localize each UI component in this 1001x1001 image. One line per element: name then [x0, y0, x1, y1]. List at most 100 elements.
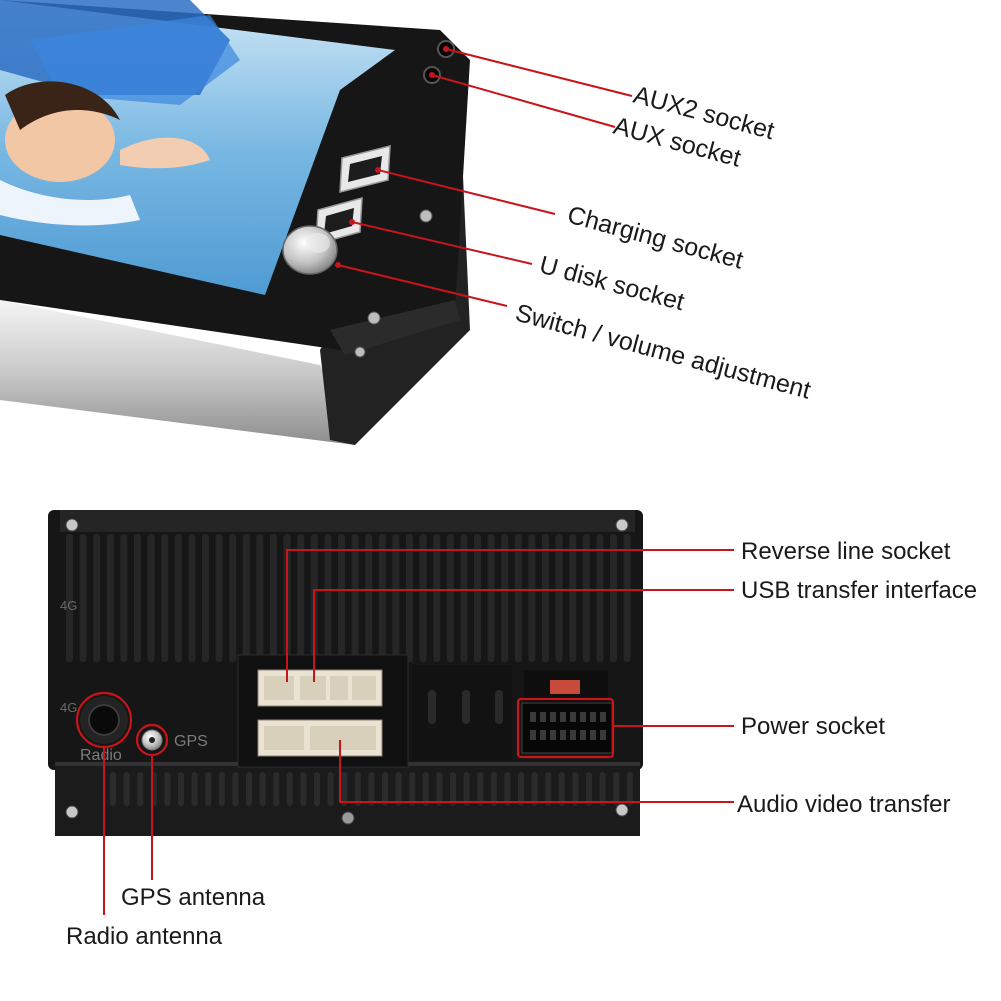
side-chassis — [0, 300, 355, 445]
vent-slot — [409, 772, 416, 806]
screw-icon — [341, 811, 355, 825]
vent-slot — [327, 772, 334, 806]
gps-jack — [141, 729, 163, 751]
fin — [106, 534, 114, 662]
radio-jack — [80, 696, 128, 744]
fin — [514, 534, 522, 662]
bezel-inner-edge — [330, 300, 460, 355]
fin — [542, 534, 549, 662]
vent-slot — [300, 772, 307, 806]
vent-slot — [178, 772, 184, 806]
vent-slot — [354, 772, 361, 806]
fin — [270, 534, 277, 662]
vent-slot — [504, 772, 511, 806]
fin — [351, 534, 359, 662]
vent-slot — [368, 772, 375, 806]
vent-slot — [395, 772, 402, 806]
fin — [365, 534, 373, 662]
fin — [406, 534, 413, 662]
screen-photo — [0, 0, 240, 226]
vent-slot — [286, 772, 293, 806]
fin — [79, 534, 87, 662]
vent-slot — [599, 772, 606, 806]
vent-slot — [314, 772, 320, 806]
fin — [120, 534, 128, 662]
vent-slot — [477, 772, 484, 806]
power-pin — [560, 730, 566, 740]
label-gps-antenna: GPS antenna — [121, 884, 266, 911]
power-pin — [580, 712, 586, 722]
power-pin — [570, 730, 576, 740]
vent-slot — [110, 772, 116, 806]
vent-slot — [572, 772, 579, 806]
vent-slot — [246, 772, 252, 806]
vent-slot — [436, 772, 443, 806]
power-socket-highlight — [516, 697, 615, 759]
fin — [596, 534, 604, 662]
power-pin — [550, 730, 556, 740]
label-reverse-line-socket: Reverse line socket — [741, 538, 951, 565]
fin — [610, 534, 617, 662]
fin — [147, 534, 155, 662]
vent-slot — [137, 772, 144, 806]
power-pin — [530, 712, 536, 722]
reverse-line-connector — [257, 669, 383, 707]
power-pin — [530, 730, 536, 740]
vent-slot — [259, 772, 266, 806]
vent-slot — [205, 772, 212, 806]
heat-sink-fins — [66, 534, 631, 662]
power-pin — [600, 730, 606, 740]
label-audio-video-transfer: Audio video transfer — [737, 791, 950, 818]
av-transfer-connector — [257, 719, 383, 757]
fin — [297, 534, 305, 662]
label-usb-transfer-interface: USB transfer interface — [741, 577, 977, 604]
fin — [392, 534, 400, 662]
vent-slot — [518, 772, 524, 806]
screw-icon — [65, 805, 79, 819]
vent-slot — [191, 772, 198, 806]
power-pin — [590, 712, 596, 722]
vent-slot — [382, 772, 388, 806]
front-panel — [0, 0, 470, 445]
vent-slot — [613, 772, 620, 806]
fin — [174, 534, 182, 662]
rear-panel: Radio GPS 4G 4G — [48, 510, 643, 836]
power-socket — [521, 670, 613, 754]
label-radio-antenna: Radio antenna — [66, 923, 223, 950]
fin — [215, 534, 223, 662]
fin — [433, 534, 441, 662]
label-power-socket: Power socket — [741, 713, 885, 740]
vent-slot — [558, 772, 565, 806]
screw-icon — [615, 518, 629, 532]
front-callout-lines — [335, 46, 633, 307]
screw-icon — [419, 209, 433, 223]
fin — [324, 534, 332, 662]
screw-icon — [615, 803, 629, 817]
silkscreen-radio: Radio — [80, 747, 122, 764]
vent-slot — [450, 772, 456, 806]
vent-slot — [463, 772, 470, 806]
fin — [242, 534, 250, 662]
power-pin — [600, 712, 606, 722]
fin — [582, 534, 590, 662]
vent-slot — [341, 772, 348, 806]
screw-icon — [354, 346, 366, 358]
rear-callout-labels: Reverse line socket USB transfer interfa… — [66, 538, 977, 950]
vent-slot — [164, 772, 171, 806]
fin — [446, 534, 454, 662]
fin — [378, 534, 386, 662]
vent-slot — [586, 772, 592, 806]
fin — [419, 534, 427, 662]
power-socket-pins — [530, 712, 606, 740]
screw-icon — [367, 311, 381, 325]
vent-slot — [273, 772, 280, 806]
charging-usb-port — [339, 145, 391, 193]
vent-slot — [531, 772, 538, 806]
vent-slot — [422, 772, 429, 806]
fin — [528, 534, 536, 662]
fin — [338, 534, 345, 662]
fin — [256, 534, 264, 662]
fin — [93, 534, 101, 662]
vent-slot — [545, 772, 552, 806]
